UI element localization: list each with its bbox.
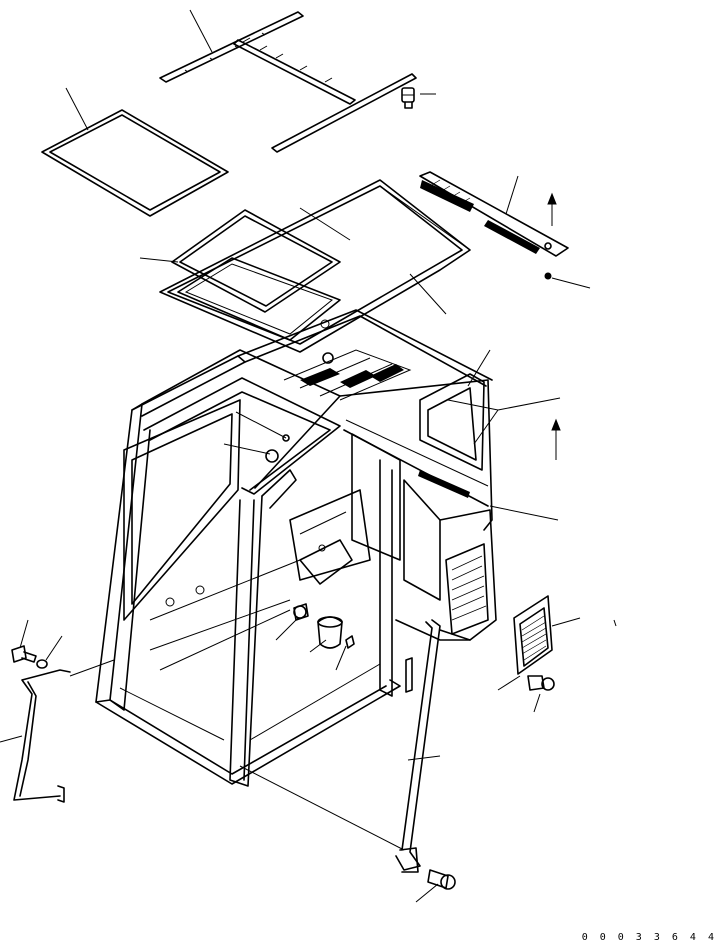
cab-body	[95, 309, 497, 787]
right-handrail	[395, 619, 441, 873]
right-bolt	[427, 869, 456, 890]
roof-rail-frame	[159, 11, 417, 153]
plug-component	[293, 603, 309, 621]
roof-bolt-assembly	[265, 352, 334, 463]
small-nut	[544, 272, 552, 280]
cup-holder	[317, 616, 343, 649]
left-washer	[36, 659, 48, 669]
roof-window-frame	[171, 209, 341, 341]
left-bolt	[11, 645, 37, 663]
arrow-up-marker-1	[547, 192, 557, 226]
arrow-up-marker-2	[551, 418, 561, 460]
tick-mark	[613, 619, 617, 627]
drawing-number: 0 0 0 3 3 6 4 4	[581, 932, 717, 943]
roof-glass-panel	[41, 109, 229, 217]
bolt-top	[401, 87, 415, 109]
small-bracket	[345, 635, 355, 649]
left-handrail	[13, 669, 71, 803]
side-grille	[513, 595, 553, 675]
roof-panel	[159, 179, 471, 353]
grille-bolt	[527, 675, 555, 691]
leader-lines	[0, 9, 591, 903]
sun-visor	[419, 171, 569, 257]
